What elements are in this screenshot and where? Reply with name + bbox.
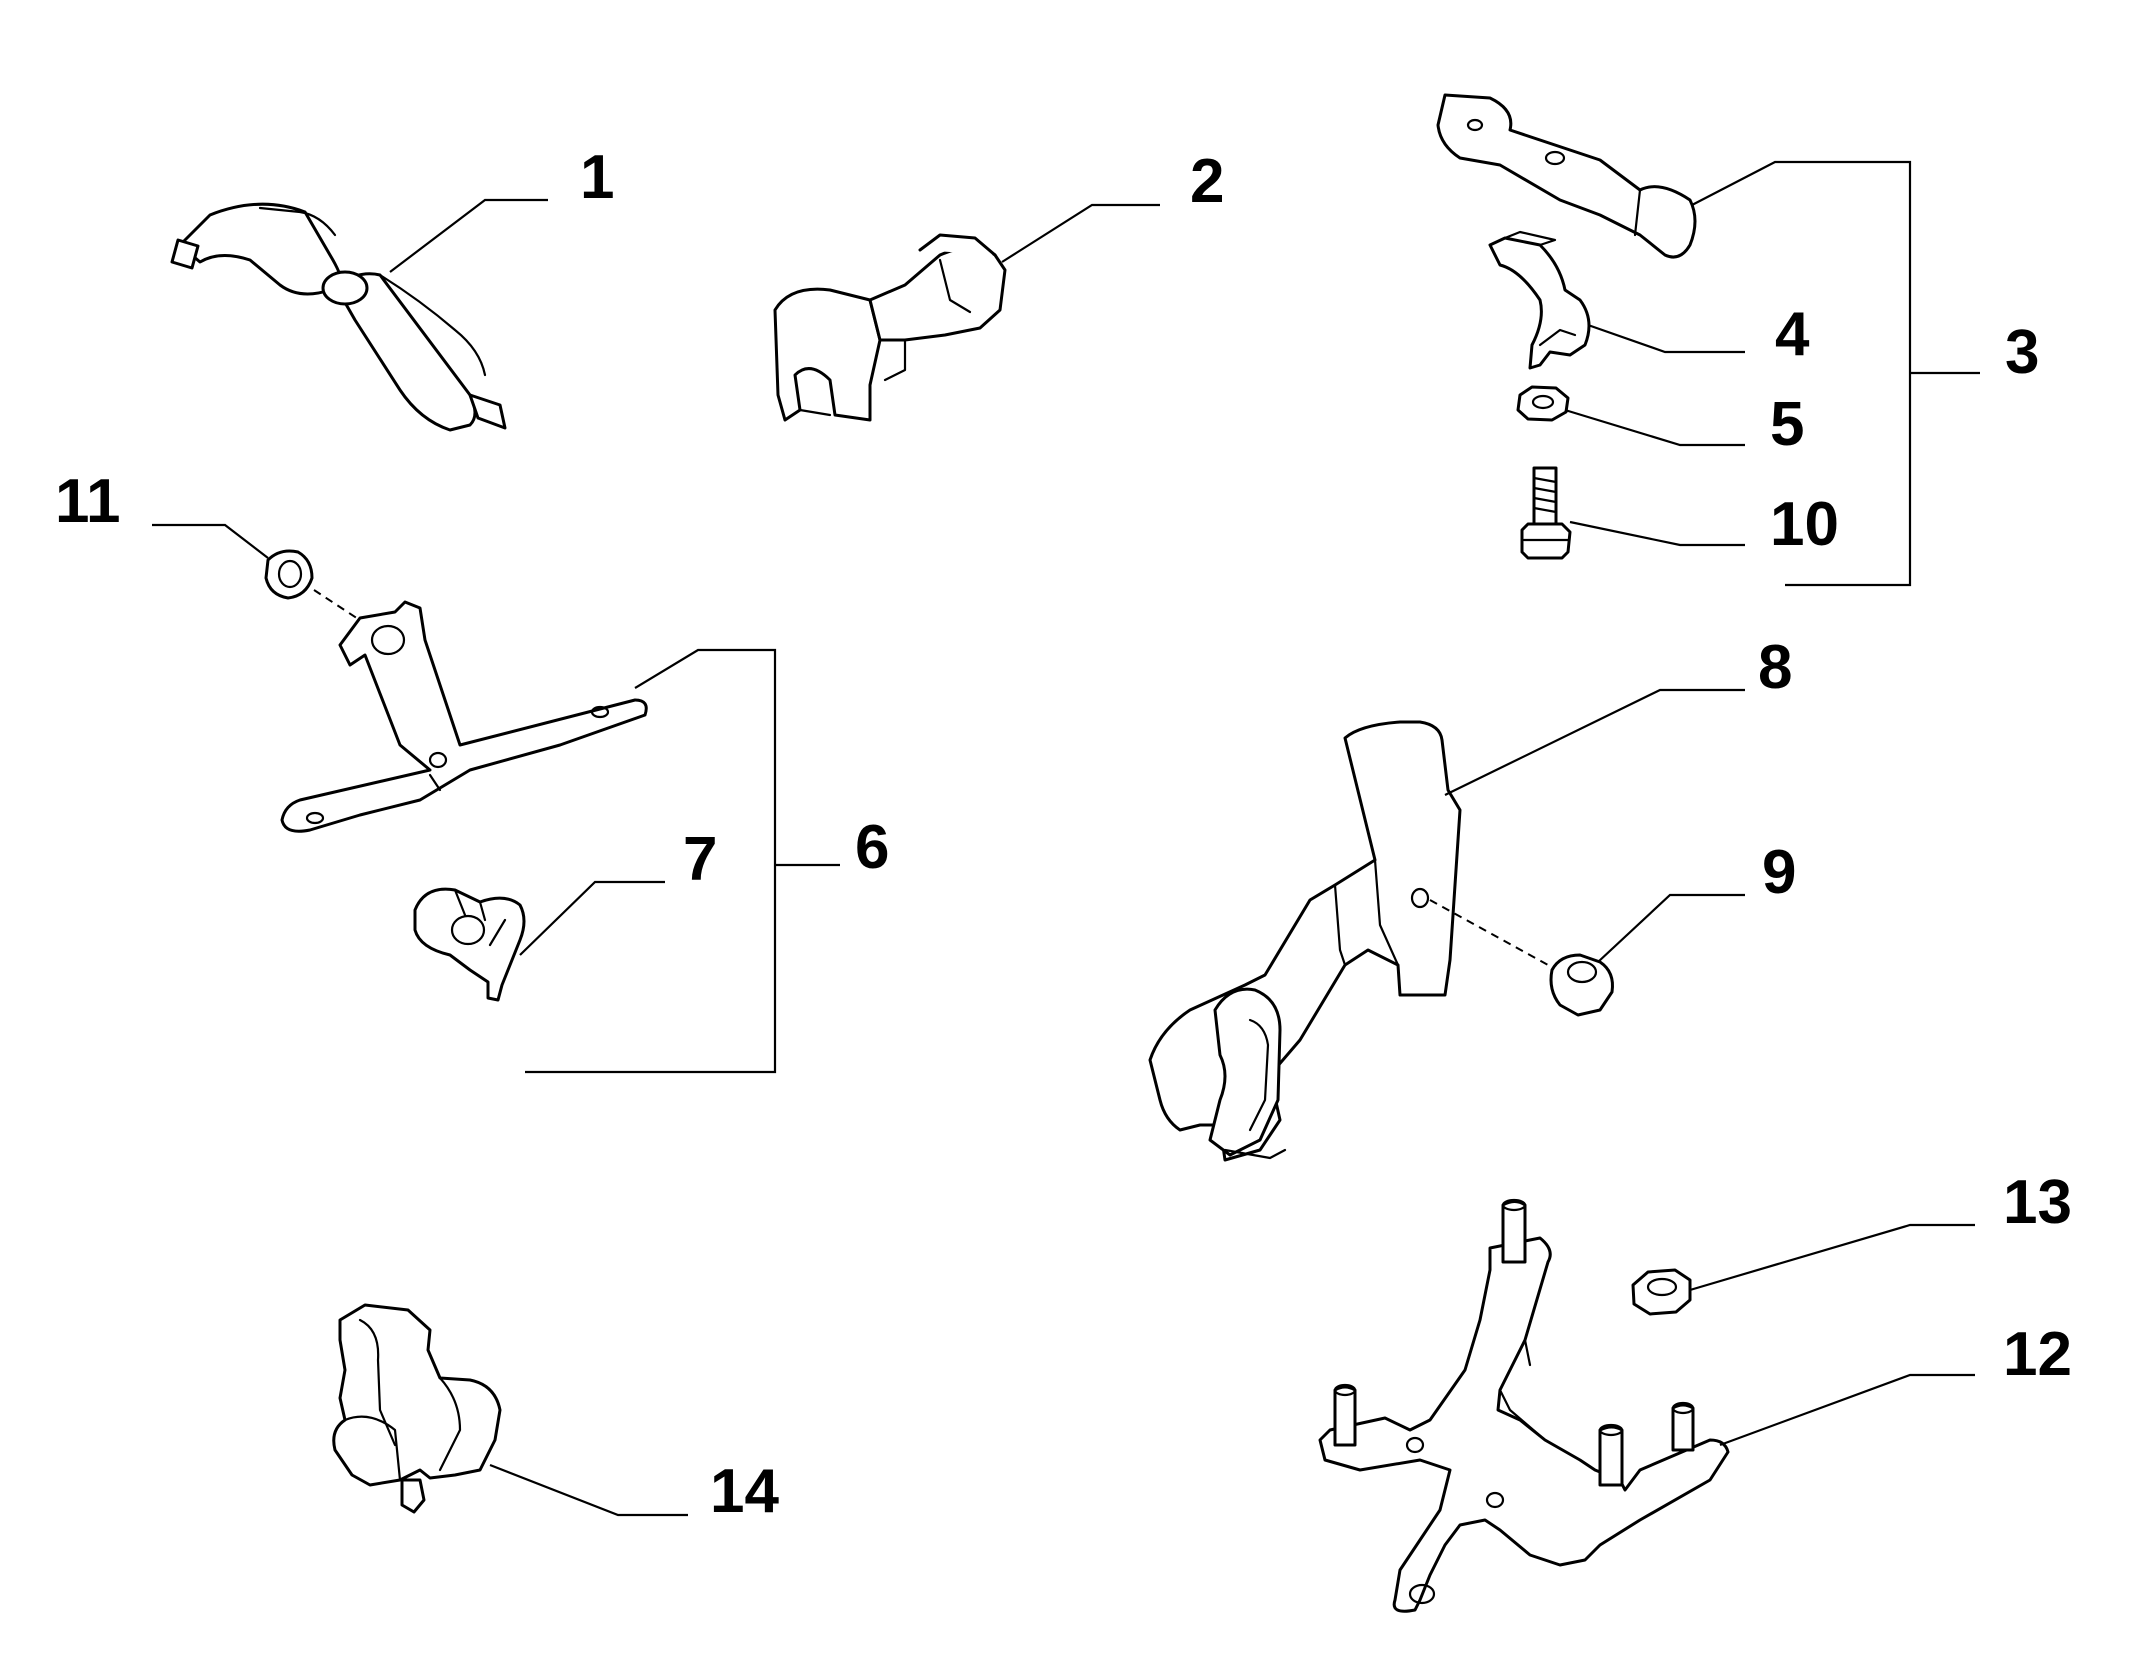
part-9-axis-line: [1429, 899, 1549, 966]
callout-3: 3: [2005, 318, 2039, 387]
leader-10: [1569, 520, 1745, 547]
part-4-rubber-clamp: [1488, 230, 1591, 370]
leader-11: [152, 523, 269, 559]
callout-2: 2: [1190, 147, 1224, 216]
callout-1: 1: [580, 143, 614, 212]
leader-3-bracket: [1691, 160, 1912, 587]
callout-4: 4: [1775, 300, 1810, 369]
part-11-nut: [264, 549, 314, 600]
part-5-nut: [1516, 385, 1570, 422]
leader-14: [489, 1463, 688, 1517]
callout-5: 5: [1770, 390, 1804, 459]
leader-6-bracket: [525, 648, 777, 1074]
part-2-double-clip: [773, 233, 1007, 422]
part-6-support-bracket: [280, 600, 648, 833]
callout-14: 14: [710, 1457, 779, 1526]
leader-9: [1597, 893, 1745, 963]
part-9-nut: [1549, 953, 1614, 1017]
callout-10: 10: [1770, 490, 1839, 559]
leader-7: [519, 880, 665, 956]
part-10-bolt: [1520, 466, 1572, 560]
part-14-pipe-clip: [332, 1303, 502, 1514]
callout-8: 8: [1758, 633, 1792, 702]
part-8-large-bracket: [1148, 720, 1462, 1162]
callout-6: 6: [855, 813, 889, 882]
callout-9: 9: [1762, 838, 1796, 907]
leader-4: [1587, 323, 1745, 354]
leader-8: [1444, 688, 1745, 796]
callout-7: 7: [683, 825, 717, 894]
leader-5: [1564, 408, 1745, 447]
part-12-base-bracket: [1318, 1198, 1730, 1613]
callout-13: 13: [2003, 1168, 2072, 1237]
leader-1: [389, 198, 548, 273]
leader-2: [1001, 203, 1160, 263]
part-7-small-clip: [413, 887, 526, 1002]
leader-12: [1719, 1373, 1975, 1447]
part-3-bracket: [1436, 93, 1697, 259]
leader-13: [1689, 1223, 1975, 1292]
part-13-nut: [1631, 1268, 1692, 1316]
part-1-cable-strap-clamp: [170, 202, 507, 432]
callout-12: 12: [2003, 1320, 2072, 1389]
callout-11: 11: [55, 467, 121, 536]
